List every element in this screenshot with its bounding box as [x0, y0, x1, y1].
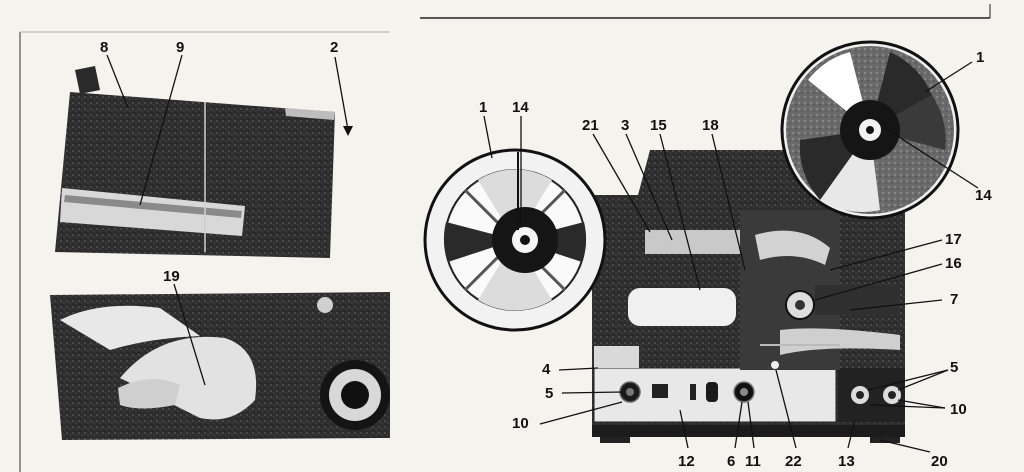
label-15: 15 [650, 117, 667, 134]
label-10-front: 10 [512, 415, 529, 432]
label-8: 8 [100, 39, 108, 56]
label-5-front: 5 [545, 385, 553, 402]
lid-photo [55, 66, 335, 258]
label-19: 19 [163, 268, 180, 285]
label-22: 22 [785, 453, 802, 470]
reel-right [780, 40, 960, 220]
threading-photo [50, 292, 390, 440]
label-14-left-reel: 14 [512, 99, 529, 116]
label-12: 12 [678, 453, 695, 470]
label-1-left-reel: 1 [479, 99, 487, 116]
label-16: 16 [945, 255, 962, 272]
label-20: 20 [931, 453, 948, 470]
label-11: 11 [745, 453, 761, 470]
callout-labels: 8 9 2 19 1 14 21 3 15 18 1 14 17 16 7 4 … [100, 39, 992, 470]
label-3: 3 [621, 117, 629, 134]
label-1-right-reel: 1 [976, 49, 984, 66]
label-17: 17 [945, 231, 962, 248]
label-9: 9 [176, 39, 184, 56]
label-6: 6 [727, 453, 735, 470]
label-21: 21 [582, 117, 599, 134]
label-7: 7 [950, 291, 958, 308]
leader-lines [106, 54, 979, 453]
label-10-right: 10 [950, 401, 967, 418]
label-5-right: 5 [950, 359, 958, 376]
label-14-right-reel: 14 [975, 187, 992, 204]
reel-left [423, 148, 607, 332]
label-2: 2 [330, 39, 338, 56]
projector-body [592, 150, 905, 443]
label-4: 4 [542, 361, 551, 378]
label-13: 13 [838, 453, 855, 470]
label-18: 18 [702, 117, 719, 134]
